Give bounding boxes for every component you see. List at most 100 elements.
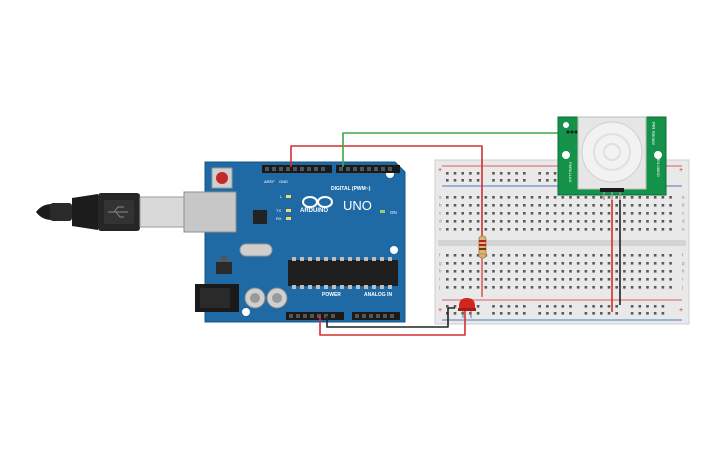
terminal-hole[interactable]	[638, 286, 642, 289]
terminal-hole[interactable]	[523, 262, 526, 265]
terminal-hole[interactable]	[638, 278, 642, 281]
terminal-hole[interactable]	[576, 270, 580, 273]
terminal-hole[interactable]	[584, 220, 588, 223]
terminal-hole[interactable]	[461, 196, 464, 199]
terminal-hole[interactable]	[561, 212, 565, 215]
terminal-hole[interactable]	[530, 278, 534, 281]
terminal-hole[interactable]	[607, 278, 611, 281]
rail-hole[interactable]	[584, 312, 588, 315]
terminal-hole[interactable]	[600, 204, 603, 207]
terminal-hole[interactable]	[569, 212, 572, 215]
terminal-hole[interactable]	[515, 212, 518, 215]
terminal-hole[interactable]	[669, 270, 672, 273]
terminal-hole[interactable]	[569, 196, 572, 199]
terminal-hole[interactable]	[461, 204, 464, 207]
terminal-hole[interactable]	[615, 196, 618, 199]
terminal-hole[interactable]	[561, 286, 565, 289]
terminal-hole[interactable]	[530, 286, 534, 289]
terminal-hole[interactable]	[638, 262, 642, 265]
terminal-hole[interactable]	[646, 254, 649, 257]
terminal-hole[interactable]	[507, 262, 511, 265]
terminal-hole[interactable]	[630, 278, 634, 281]
terminal-hole[interactable]	[523, 220, 526, 223]
terminal-hole[interactable]	[576, 196, 580, 199]
terminal-hole[interactable]	[492, 220, 495, 223]
rail-hole[interactable]	[469, 172, 472, 175]
terminal-hole[interactable]	[653, 278, 657, 281]
terminal-hole[interactable]	[538, 220, 541, 223]
terminal-hole[interactable]	[592, 196, 595, 199]
terminal-hole[interactable]	[669, 278, 672, 281]
terminal-hole[interactable]	[484, 286, 488, 289]
terminal-hole[interactable]	[561, 220, 565, 223]
terminal-hole[interactable]	[553, 220, 557, 223]
wire-black-gnd[interactable]	[326, 307, 455, 328]
terminal-hole[interactable]	[576, 212, 580, 215]
rail-hole[interactable]	[476, 179, 480, 182]
terminal-hole[interactable]	[484, 262, 488, 265]
terminal-hole[interactable]	[615, 212, 618, 215]
terminal-hole[interactable]	[515, 228, 518, 231]
terminal-hole[interactable]	[623, 220, 626, 223]
wire-red-top[interactable]	[290, 145, 483, 240]
rail-hole[interactable]	[592, 312, 595, 315]
terminal-hole[interactable]	[538, 254, 541, 257]
rail-hole[interactable]	[523, 305, 526, 308]
terminal-hole[interactable]	[499, 220, 503, 223]
rail-hole[interactable]	[546, 305, 549, 308]
terminal-hole[interactable]	[484, 204, 488, 207]
terminal-hole[interactable]	[469, 196, 472, 199]
rail-hole[interactable]	[553, 172, 557, 175]
terminal-hole[interactable]	[530, 270, 534, 273]
terminal-hole[interactable]	[469, 220, 472, 223]
terminal-hole[interactable]	[530, 220, 534, 223]
terminal-hole[interactable]	[661, 212, 665, 215]
terminal-hole[interactable]	[492, 204, 495, 207]
terminal-hole[interactable]	[669, 286, 672, 289]
terminal-hole[interactable]	[499, 196, 503, 199]
rail-hole[interactable]	[461, 179, 464, 182]
terminal-hole[interactable]	[638, 270, 642, 273]
rail-hole[interactable]	[507, 312, 511, 315]
terminal-hole[interactable]	[592, 254, 595, 257]
terminal-hole[interactable]	[638, 212, 642, 215]
terminal-hole[interactable]	[453, 278, 457, 281]
terminal-hole[interactable]	[623, 278, 626, 281]
terminal-hole[interactable]	[553, 204, 557, 207]
terminal-hole[interactable]	[507, 228, 511, 231]
arduino-uno-board[interactable]: AREF GND DIGITAL (PWM~) ARDUINO UNO ON L…	[183, 161, 406, 323]
terminal-hole[interactable]	[523, 212, 526, 215]
terminal-hole[interactable]	[592, 204, 595, 207]
terminal-hole[interactable]	[453, 196, 457, 199]
terminal-hole[interactable]	[661, 196, 665, 199]
rail-hole[interactable]	[446, 172, 449, 175]
terminal-hole[interactable]	[646, 212, 649, 215]
terminal-hole[interactable]	[538, 228, 541, 231]
rail-hole[interactable]	[538, 305, 541, 308]
terminal-hole[interactable]	[653, 220, 657, 223]
terminal-hole[interactable]	[669, 196, 672, 199]
terminal-hole[interactable]	[638, 196, 642, 199]
terminal-hole[interactable]	[515, 262, 518, 265]
terminal-hole[interactable]	[446, 228, 449, 231]
terminal-hole[interactable]	[484, 196, 488, 199]
terminal-hole[interactable]	[661, 262, 665, 265]
terminal-hole[interactable]	[669, 212, 672, 215]
terminal-hole[interactable]	[553, 262, 557, 265]
terminal-hole[interactable]	[623, 254, 626, 257]
terminal-hole[interactable]	[630, 270, 634, 273]
terminal-hole[interactable]	[569, 286, 572, 289]
terminal-hole[interactable]	[553, 254, 557, 257]
terminal-hole[interactable]	[661, 286, 665, 289]
terminal-hole[interactable]	[484, 220, 488, 223]
terminal-hole[interactable]	[592, 228, 595, 231]
rail-hole[interactable]	[538, 312, 541, 315]
rail-hole[interactable]	[499, 172, 503, 175]
terminal-hole[interactable]	[492, 278, 495, 281]
terminal-hole[interactable]	[469, 286, 472, 289]
terminal-hole[interactable]	[584, 204, 588, 207]
terminal-hole[interactable]	[592, 262, 595, 265]
terminal-hole[interactable]	[507, 212, 511, 215]
terminal-hole[interactable]	[569, 262, 572, 265]
rail-hole[interactable]	[553, 179, 557, 182]
